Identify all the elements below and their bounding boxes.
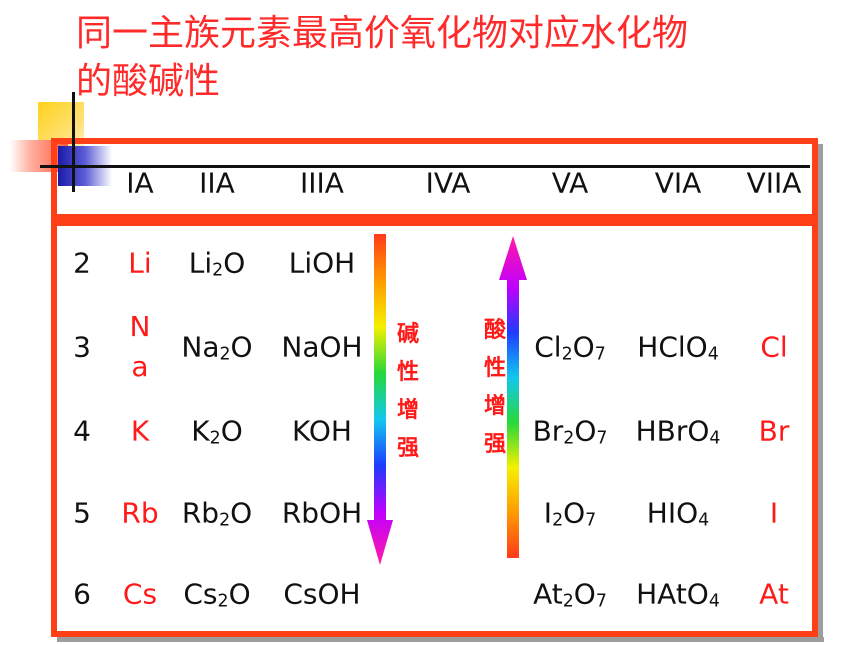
oxide-at2o7: At2O7 (533, 577, 607, 612)
header-iva: IVA (425, 166, 471, 200)
title-line-2: 的酸碱性 (76, 61, 221, 102)
header-box (51, 138, 818, 220)
hydroxide-koh: KOH (292, 414, 352, 448)
element-i: I (769, 496, 779, 530)
period-6: 6 (73, 577, 91, 611)
element-na-part-2: a (131, 350, 149, 383)
header-va: VA (551, 166, 589, 200)
body-box-shadow-right (818, 226, 823, 642)
header-viia: VIIA (746, 166, 802, 200)
element-na: N a (130, 307, 151, 387)
table-body-box (51, 220, 818, 637)
oxide-rb2o: Rb2O (181, 496, 253, 531)
base-increase-arrow (367, 234, 393, 565)
acid-hbro4: HBrO4 (635, 414, 721, 449)
element-br: Br (758, 414, 790, 448)
hydroxide-csoh: CsOH (283, 577, 361, 611)
acid-increase-arrow (499, 236, 527, 558)
base-increase-label: 碱 性 增 强 (396, 322, 419, 461)
period-3: 3 (73, 330, 91, 364)
acid-hclo4: HClO4 (637, 330, 719, 365)
element-k: K (130, 414, 150, 448)
oxide-li2o: Li2O (188, 246, 246, 281)
body-box-shadow-bottom (57, 637, 824, 642)
slide-title: 同一主族元素最高价氧化物对应水化物 的酸碱性 (76, 10, 816, 106)
header-ia: IA (126, 166, 154, 200)
hydroxide-naoh: NaOH (281, 330, 363, 364)
acid-hio4: HIO4 (646, 496, 710, 531)
header-via: VIA (654, 166, 702, 200)
header-box-shadow-right (818, 144, 823, 226)
oxide-cs2o: Cs2O (183, 577, 251, 612)
acid-increase-label: 酸 性 增 强 (483, 318, 506, 457)
period-5: 5 (73, 496, 91, 530)
decor-horizontal-line (40, 165, 810, 168)
element-rb: Rb (121, 496, 159, 530)
hydroxide-rboh: RbOH (281, 496, 363, 530)
title-line-1: 同一主族元素最高价氧化物对应水化物 (76, 13, 689, 54)
oxide-br2o7: Br2O7 (532, 414, 608, 449)
period-2: 2 (73, 246, 91, 280)
oxide-cl2o7: Cl2O7 (534, 330, 606, 365)
oxide-i2o7: I2O7 (543, 496, 597, 531)
header-iiia: IIIA (300, 166, 344, 200)
element-cl: Cl (760, 330, 788, 364)
hydroxide-lioh: LiOH (288, 246, 356, 280)
header-iia: IIA (199, 166, 235, 200)
element-at: At (759, 577, 789, 611)
acid-hato4: HAtO4 (636, 577, 720, 612)
period-4: 4 (73, 414, 91, 448)
element-li: Li (128, 246, 152, 280)
decor-vertical-line (72, 92, 75, 192)
element-cs: Cs (122, 577, 158, 611)
element-na-part-1: N (129, 310, 151, 343)
oxide-k2o: K2O (191, 414, 243, 449)
oxide-na2o: Na2O (181, 330, 253, 365)
